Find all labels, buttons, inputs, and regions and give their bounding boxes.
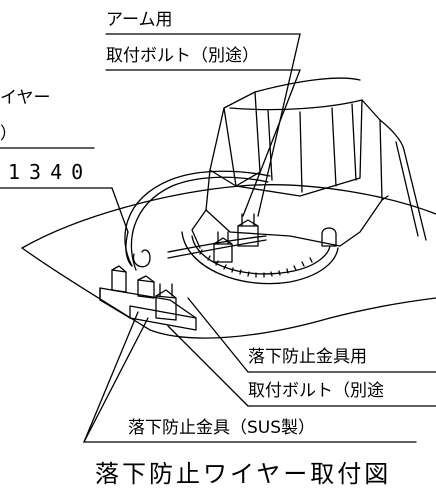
wire-label-line2: ） [0, 124, 17, 144]
scale-plate [181, 231, 339, 285]
leader-lines [0, 33, 436, 443]
wire-label-line1: イヤー [0, 88, 51, 108]
drawing-caption: 落下防止ワイヤー取付図 [95, 460, 392, 488]
wire-length-label: 1340 [8, 160, 93, 184]
fitting-bolt-label-line1: 落下防止金具用 [248, 347, 367, 367]
arm-bolt-label-line1: アーム用 [106, 10, 173, 30]
fall-prevention-fitting [99, 249, 197, 331]
fitting-part-label: 落下防止金具（SUS製） [128, 418, 316, 438]
arm-mount-bolts [213, 213, 337, 263]
fitting-bolt-label-line2: 取付ボルト（別途 [248, 381, 384, 401]
arm-bolt-label-line2: 取付ボルト（別途） [106, 46, 259, 66]
safety-wire [124, 170, 271, 271]
machine-body [191, 77, 427, 249]
